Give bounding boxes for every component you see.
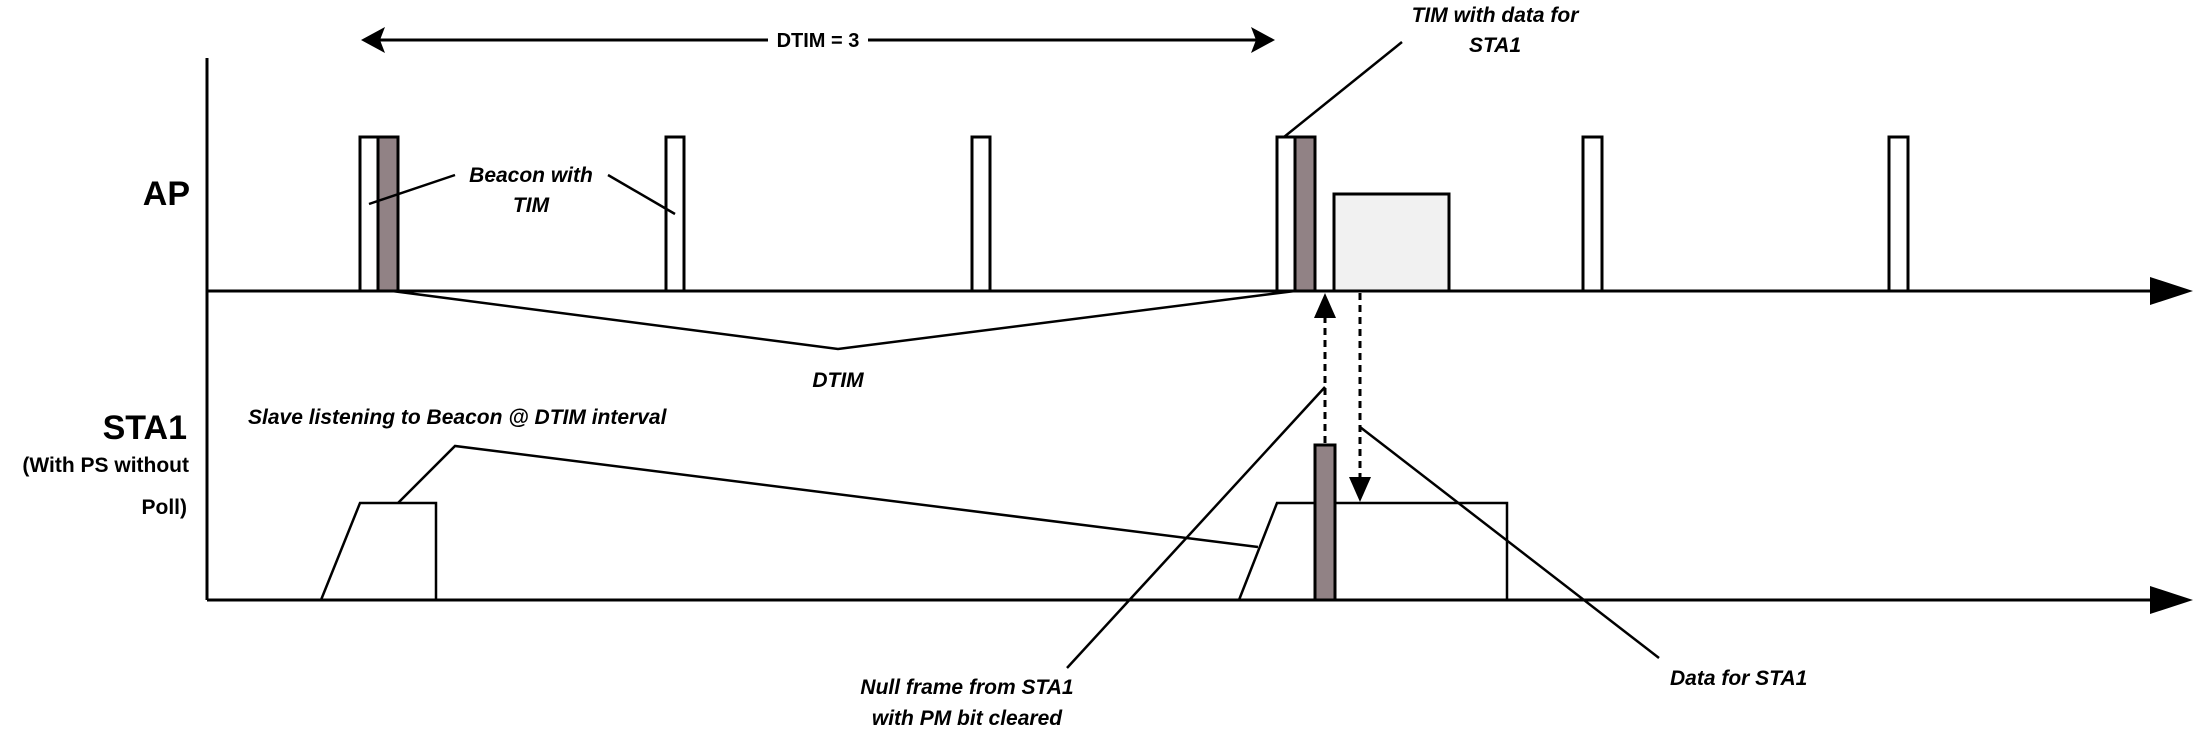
sta-null-frame [1313, 443, 1337, 602]
null-frame-annotation-line2: with PM bit cleared [872, 707, 1063, 730]
null-frame-annotation-line1: Null frame from STA1 [860, 676, 1073, 699]
sta-wake-window-2 [1237, 501, 1509, 601]
beacon-leader-right [607, 173, 676, 216]
data-for-sta-annotation: Data for STA1 [1670, 667, 1807, 690]
tim-data-leader [1283, 41, 1403, 138]
beacon-annotation-line1: Beacon with [469, 164, 593, 187]
ap-beacon-6 [1887, 135, 1910, 293]
dtim-bracket-label: DTIM [812, 369, 864, 392]
sta-lane-subtitle-line2: Poll) [142, 496, 188, 519]
beacon-leader-left [368, 173, 456, 206]
ap-beacon-4 [1275, 135, 1317, 293]
dtim-span-left-arrowhead-icon [361, 27, 385, 53]
ap-beacon-3 [970, 135, 992, 293]
data-for-sta-leader [1359, 426, 1660, 659]
beacon-frame [358, 135, 380, 293]
down-arrowhead-icon [1349, 477, 1371, 502]
dtim-span-label: DTIM = 3 [777, 30, 860, 52]
ap-lane-label: AP [143, 175, 190, 213]
beacon-frame [1275, 135, 1297, 293]
up-arrowhead-icon [1314, 293, 1336, 318]
tim-data-annotation-line2: STA1 [1469, 34, 1521, 57]
tim-data-annotation-line1: TIM with data for [1412, 4, 1581, 27]
slave-listening-annotation: Slave listening to Beacon @ DTIM interva… [248, 406, 668, 429]
ap-data-frame [1332, 192, 1451, 293]
dtim-bracket [391, 289, 1296, 351]
ap-beacon-1 [358, 135, 400, 293]
sta-lane-subtitle-line1: (With PS without [22, 454, 189, 477]
sta-lane-label: STA1 [103, 409, 187, 447]
dtim-span-right-arrowhead-icon [1251, 27, 1275, 53]
slave-listening-leader [397, 444, 1259, 549]
beacon-annotation-line2: TIM [513, 194, 550, 217]
null-frame-leader [1066, 386, 1326, 669]
tim-frame [376, 135, 400, 293]
ap-axis-arrowhead-icon [2150, 277, 2193, 305]
sta-wake-window-1 [319, 501, 438, 601]
sta-axis-arrowhead-icon [2150, 586, 2193, 614]
tim-frame [1293, 135, 1317, 293]
ap-beacon-5 [1581, 135, 1604, 293]
